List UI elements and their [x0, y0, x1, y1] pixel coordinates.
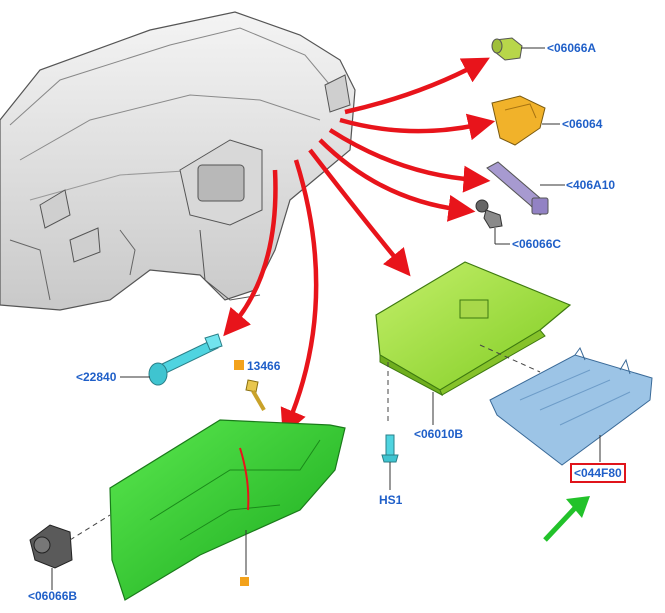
- callout-06010B[interactable]: <06010B: [414, 427, 463, 441]
- part-marker-icon: [234, 360, 244, 370]
- green-arrow-icon: [543, 496, 590, 542]
- highlight-box: [570, 463, 626, 483]
- screw-HS1-icon: [381, 434, 399, 463]
- callout-044F80[interactable]: <044F80: [574, 466, 622, 480]
- callout-22840[interactable]: <22840: [76, 370, 117, 384]
- part-406A10-icon: [486, 161, 549, 216]
- part-13466-icon: [245, 379, 266, 412]
- callout-06066A[interactable]: <06066A: [547, 41, 596, 55]
- module-06010B-icon: [375, 261, 572, 397]
- part-06066A-icon: [491, 37, 523, 61]
- part-06066B-icon: [29, 524, 73, 569]
- bracket-044F80-icon: [489, 346, 653, 466]
- callout-406A10[interactable]: <406A10: [566, 178, 615, 192]
- instrument-panel: [0, 11, 356, 311]
- callout-06066C[interactable]: <06066C: [512, 237, 561, 251]
- red-arrows: [223, 57, 496, 437]
- part-marker-icon: [240, 577, 249, 586]
- callout-HS1[interactable]: HS1: [379, 493, 403, 507]
- glovebox-icon: [109, 419, 346, 601]
- part-06064-icon: [491, 95, 546, 146]
- part-22840-icon: [148, 333, 223, 386]
- callout-06064[interactable]: <06064: [562, 117, 603, 131]
- part-06066C-icon: [475, 199, 503, 229]
- callout-13466[interactable]: 13466: [247, 359, 281, 373]
- callout-06066B[interactable]: <06066B: [28, 589, 77, 603]
